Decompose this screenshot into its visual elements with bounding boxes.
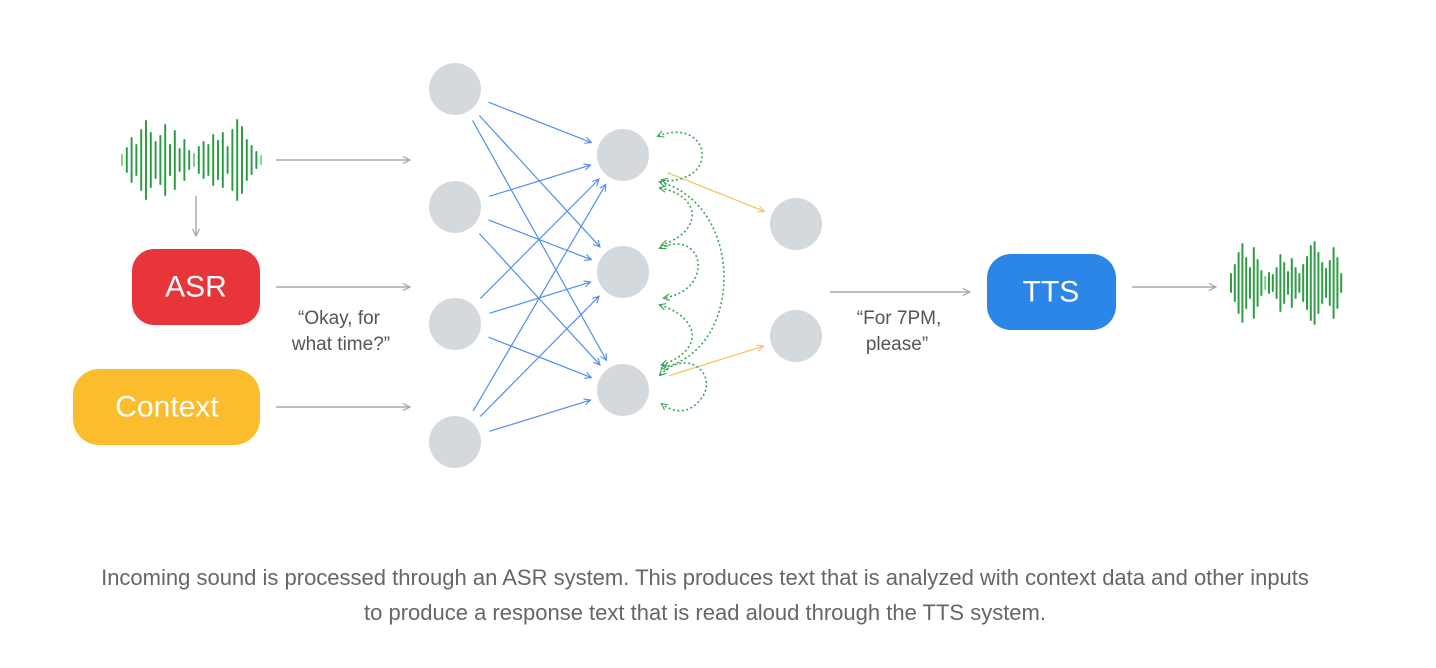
input-node-3 — [429, 298, 481, 350]
connection-l2-1-l3-1 — [667, 172, 765, 212]
caption-line-2: to produce a response text that is read … — [364, 600, 1046, 625]
output-quote-line-1: “For 7PM, — [857, 308, 941, 329]
input-node-4 — [429, 416, 481, 468]
loop-node-2-self — [660, 244, 699, 298]
caption: Incoming sound is processed through an A… — [30, 560, 1380, 630]
input-node-1 — [429, 63, 481, 115]
network-connections — [472, 101, 765, 432]
connection-l1-1-l2-1 — [488, 101, 592, 142]
connection-l1-2-l2-3 — [478, 233, 600, 365]
context-label: Context — [115, 391, 219, 424]
output-waveform-icon — [1230, 241, 1343, 325]
loop-node-1-2 — [660, 188, 693, 245]
pipeline-diagram: ASR Context TTS “Okay, for what time?” “… — [73, 63, 1343, 468]
input-quote-line-2: what time?” — [291, 334, 390, 355]
connection-l1-1-l2-3 — [472, 120, 607, 360]
neural-network — [429, 63, 822, 468]
connection-l1-2-l2-2 — [488, 219, 592, 260]
connection-l2-3-l3-2 — [668, 346, 764, 377]
input-waveform-icon — [121, 119, 263, 201]
caption-line-1: Incoming sound is processed through an A… — [101, 565, 1309, 590]
context-box: Context — [73, 369, 260, 445]
hidden-node-1 — [597, 129, 649, 181]
output-node-2 — [770, 310, 822, 362]
connection-l1-4-l2-3 — [489, 400, 590, 432]
connection-l1-4-l2-2 — [479, 296, 599, 417]
output-quote-line-2: please” — [866, 334, 928, 355]
loop-node-1-3 — [660, 182, 725, 368]
recurrent-connections — [658, 132, 725, 412]
hidden-node-3 — [597, 364, 649, 416]
connection-l1-2-l2-1 — [489, 165, 590, 197]
connection-l1-3-l2-3 — [488, 336, 592, 377]
self-loop-node-3 — [660, 362, 708, 412]
tts-box: TTS — [987, 254, 1116, 330]
input-quote-line-1: “Okay, for — [298, 308, 381, 329]
connection-l1-4-l2-1 — [472, 184, 606, 412]
asr-box: ASR — [132, 249, 260, 325]
output-node-1 — [770, 198, 822, 250]
tts-label: TTS — [1023, 276, 1080, 309]
loop-node-2-3 — [660, 305, 693, 365]
self-loop-node-1 — [658, 132, 703, 180]
asr-label: ASR — [165, 271, 227, 304]
hidden-node-2 — [597, 246, 649, 298]
connection-l1-3-l2-1 — [479, 179, 599, 299]
input-node-2 — [429, 181, 481, 233]
